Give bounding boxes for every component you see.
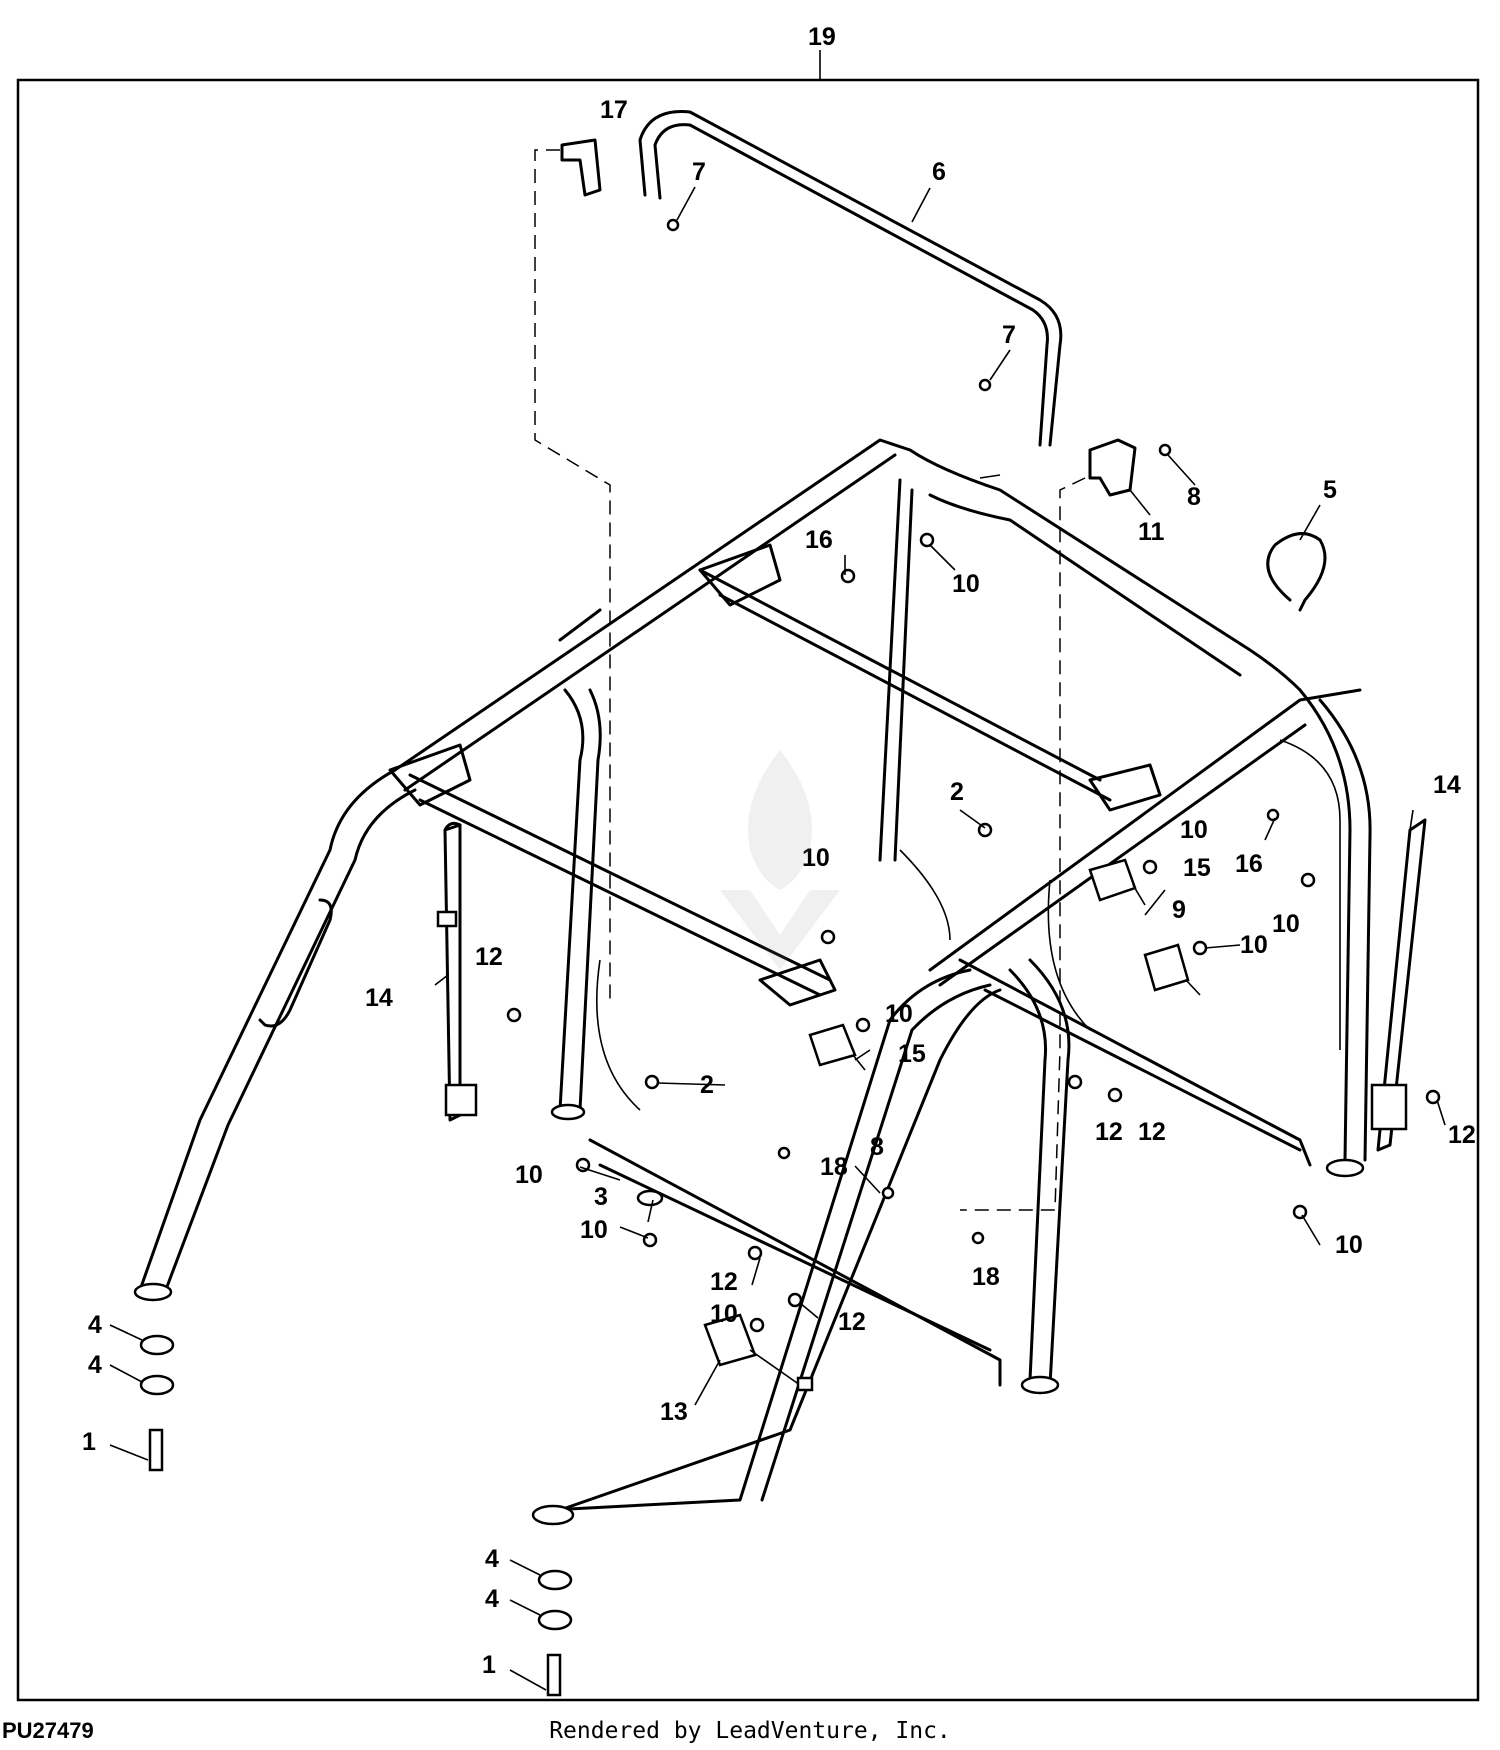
callout-14: 14 bbox=[365, 984, 393, 1012]
callout-19: 19 bbox=[808, 23, 836, 51]
callout-17: 17 bbox=[600, 96, 628, 124]
switch-13 bbox=[703, 1313, 814, 1392]
callout-13: 13 bbox=[660, 1398, 688, 1426]
seat-belt-left bbox=[436, 821, 478, 1122]
bolt-1a bbox=[148, 1428, 164, 1472]
callout-16: 16 bbox=[805, 526, 833, 554]
callout-8: 8 bbox=[1187, 483, 1201, 511]
dash-line-11 bbox=[960, 477, 1086, 1211]
callout-3: 3 bbox=[594, 1183, 608, 1211]
callout-15: 15 bbox=[1183, 854, 1211, 882]
buckle-15-right bbox=[1088, 858, 1146, 906]
callouts: 19 17 7 6 7 8 11 5 16 10 14 2 10 16 10 1… bbox=[82, 23, 1476, 1679]
leadventure-watermark bbox=[720, 750, 840, 970]
washer-4a bbox=[139, 1334, 175, 1356]
callout-10: 10 bbox=[515, 1161, 543, 1189]
diagram-border bbox=[16, 78, 1480, 1702]
callout-2: 2 bbox=[950, 778, 964, 806]
callout-4: 4 bbox=[485, 1585, 499, 1613]
callout-4: 4 bbox=[485, 1545, 499, 1573]
callout-1: 1 bbox=[82, 1428, 96, 1456]
strap-5 bbox=[1266, 532, 1327, 612]
callout-1: 1 bbox=[482, 1651, 496, 1679]
callout-7: 7 bbox=[692, 158, 706, 186]
buckle-15-left bbox=[808, 1023, 866, 1071]
callout-10: 10 bbox=[710, 1300, 738, 1328]
callout-12: 12 bbox=[1095, 1118, 1123, 1146]
render-credit: Rendered by LeadVenture, Inc. bbox=[549, 1718, 951, 1744]
callout-10: 10 bbox=[802, 844, 830, 872]
callout-15: 15 bbox=[898, 1040, 926, 1068]
buckle-9 bbox=[1143, 943, 1201, 996]
callout-11: 11 bbox=[1138, 518, 1165, 546]
callout-6: 6 bbox=[932, 158, 946, 186]
callout-18: 18 bbox=[972, 1263, 1000, 1291]
callout-10: 10 bbox=[1272, 910, 1300, 938]
callout-7: 7 bbox=[1002, 321, 1016, 349]
callout-9: 9 bbox=[1172, 896, 1186, 924]
callout-12: 12 bbox=[1448, 1121, 1476, 1149]
callout-4: 4 bbox=[88, 1311, 102, 1339]
washer-4b bbox=[139, 1374, 175, 1396]
callout-18: 18 bbox=[820, 1153, 848, 1181]
bracket-11 bbox=[1088, 438, 1137, 497]
callout-16: 16 bbox=[1235, 850, 1263, 878]
dash-line-17 bbox=[534, 149, 611, 1000]
callout-12: 12 bbox=[710, 1268, 738, 1296]
bolt-1b bbox=[546, 1653, 562, 1697]
callout-14: 14 bbox=[1433, 771, 1461, 799]
seat-belt-right bbox=[1370, 818, 1427, 1152]
callout-5: 5 bbox=[1323, 476, 1337, 504]
callout-4: 4 bbox=[88, 1351, 102, 1379]
callout-10: 10 bbox=[952, 570, 980, 598]
callout-10: 10 bbox=[885, 1000, 913, 1028]
callout-10: 10 bbox=[1180, 816, 1208, 844]
callout-12: 12 bbox=[838, 1308, 866, 1336]
washer-4c bbox=[537, 1569, 573, 1591]
callout-8: 8 bbox=[870, 1133, 884, 1161]
bracket-17 bbox=[560, 138, 602, 197]
washer-4d bbox=[537, 1609, 573, 1631]
callout-10: 10 bbox=[580, 1216, 608, 1244]
leader-lines bbox=[109, 186, 1446, 1691]
fasteners bbox=[506, 218, 1441, 1333]
callout-2: 2 bbox=[700, 1071, 714, 1099]
roll-cage-frame bbox=[133, 438, 1372, 1526]
figure-id: PU27479 bbox=[2, 1718, 94, 1743]
callout-10: 10 bbox=[1240, 931, 1268, 959]
callout-10: 10 bbox=[1335, 1231, 1363, 1259]
callout-12: 12 bbox=[1138, 1118, 1166, 1146]
callout-12: 12 bbox=[475, 943, 503, 971]
rear-grab-bar bbox=[638, 110, 1063, 447]
washer-3 bbox=[636, 1189, 664, 1207]
